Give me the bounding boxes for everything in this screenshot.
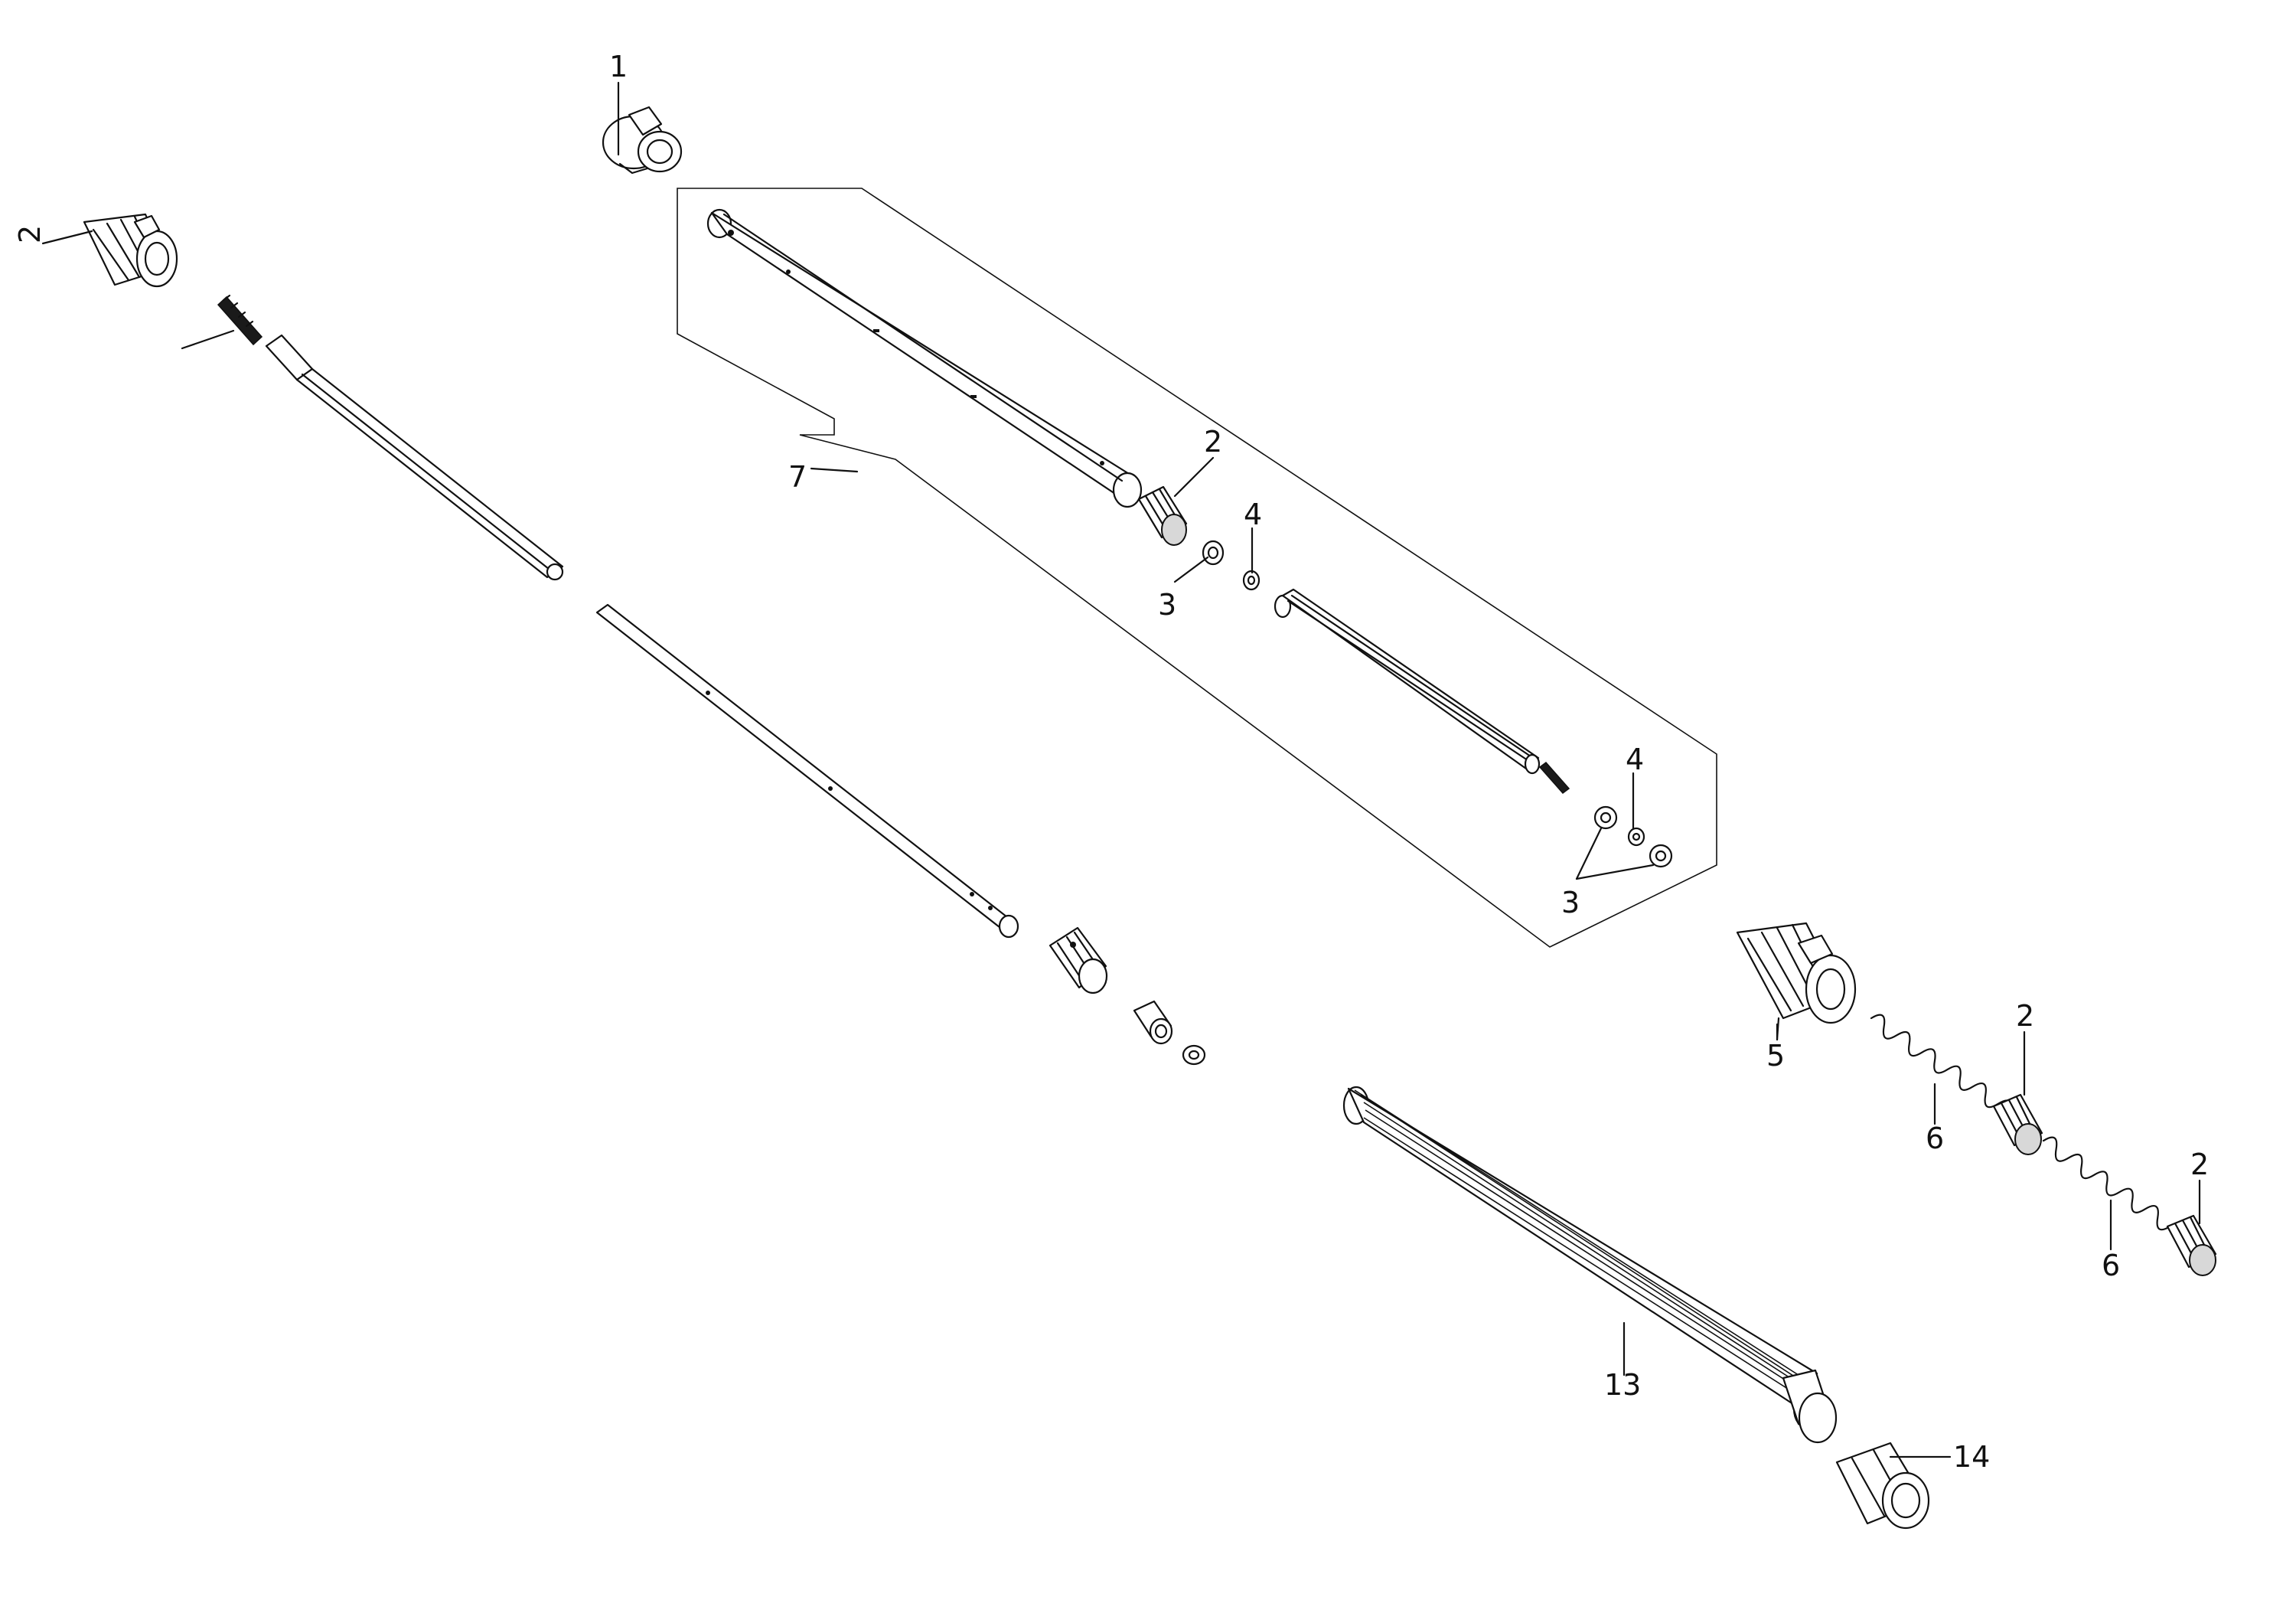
callout-2-bearing-right-a: 2 — [2016, 999, 2034, 1033]
kit-7-bearing-top — [1137, 485, 1188, 546]
kit-7-washer-top — [1202, 540, 1225, 566]
callout-13: 13 — [1604, 1368, 1641, 1402]
callout-1: 1 — [609, 50, 628, 83]
coupler-part-5 — [1736, 922, 1857, 1041]
kit-7-drive-shaft — [1274, 588, 1570, 795]
callout-3-washer-top: 3 — [1158, 588, 1176, 622]
end-sleeve-part-14 — [1835, 1442, 1930, 1530]
callout-5: 5 — [1766, 1039, 1785, 1073]
kit-7-clip-bottom — [1627, 827, 1645, 847]
bearing-part-2-right-b — [2166, 1214, 2217, 1276]
kit-7-outline — [677, 188, 1717, 948]
kit-7-washer-bottom-a — [1593, 805, 1618, 830]
clamp-part-1 — [602, 106, 683, 175]
kit-7-clip-top — [1242, 570, 1261, 591]
callout-4-clip-top: 4 — [1244, 498, 1262, 531]
callout-7-kit: 7 — [788, 460, 807, 494]
left-drive-shaft — [265, 334, 564, 581]
fluted-tube-part-13 — [1342, 1086, 1838, 1444]
callout-3-washers-bottom: 3 — [1561, 886, 1580, 919]
callout-6-spring-a: 6 — [1926, 1122, 1944, 1155]
callout-2-bearing-right-b: 2 — [2190, 1148, 2209, 1181]
spring-part-6-b — [2042, 1136, 2185, 1236]
spring-part-6-a — [1870, 1014, 2013, 1114]
kit-7-washer-bottom-b — [1649, 844, 1673, 868]
kit-7-outer-tube — [706, 208, 1143, 508]
leader-lines — [41, 81, 2201, 1458]
bearing-part-2-right-a — [1992, 1093, 2043, 1155]
callout-6-spring-b: 6 — [2102, 1249, 2120, 1282]
small-bushing — [1133, 1000, 1173, 1045]
coupler-part-2-left — [83, 213, 178, 288]
splined-stub — [181, 294, 263, 350]
inner-tube — [595, 603, 1019, 939]
small-nut — [1182, 1044, 1206, 1066]
callout-2-bearing-top: 2 — [1204, 425, 1222, 459]
callout-14: 14 — [1953, 1440, 1990, 1474]
callout-2-left-coupler: 2 — [13, 225, 47, 243]
callout-4-clip-bottom: 4 — [1626, 743, 1644, 776]
knurled-sleeve — [1049, 926, 1108, 994]
